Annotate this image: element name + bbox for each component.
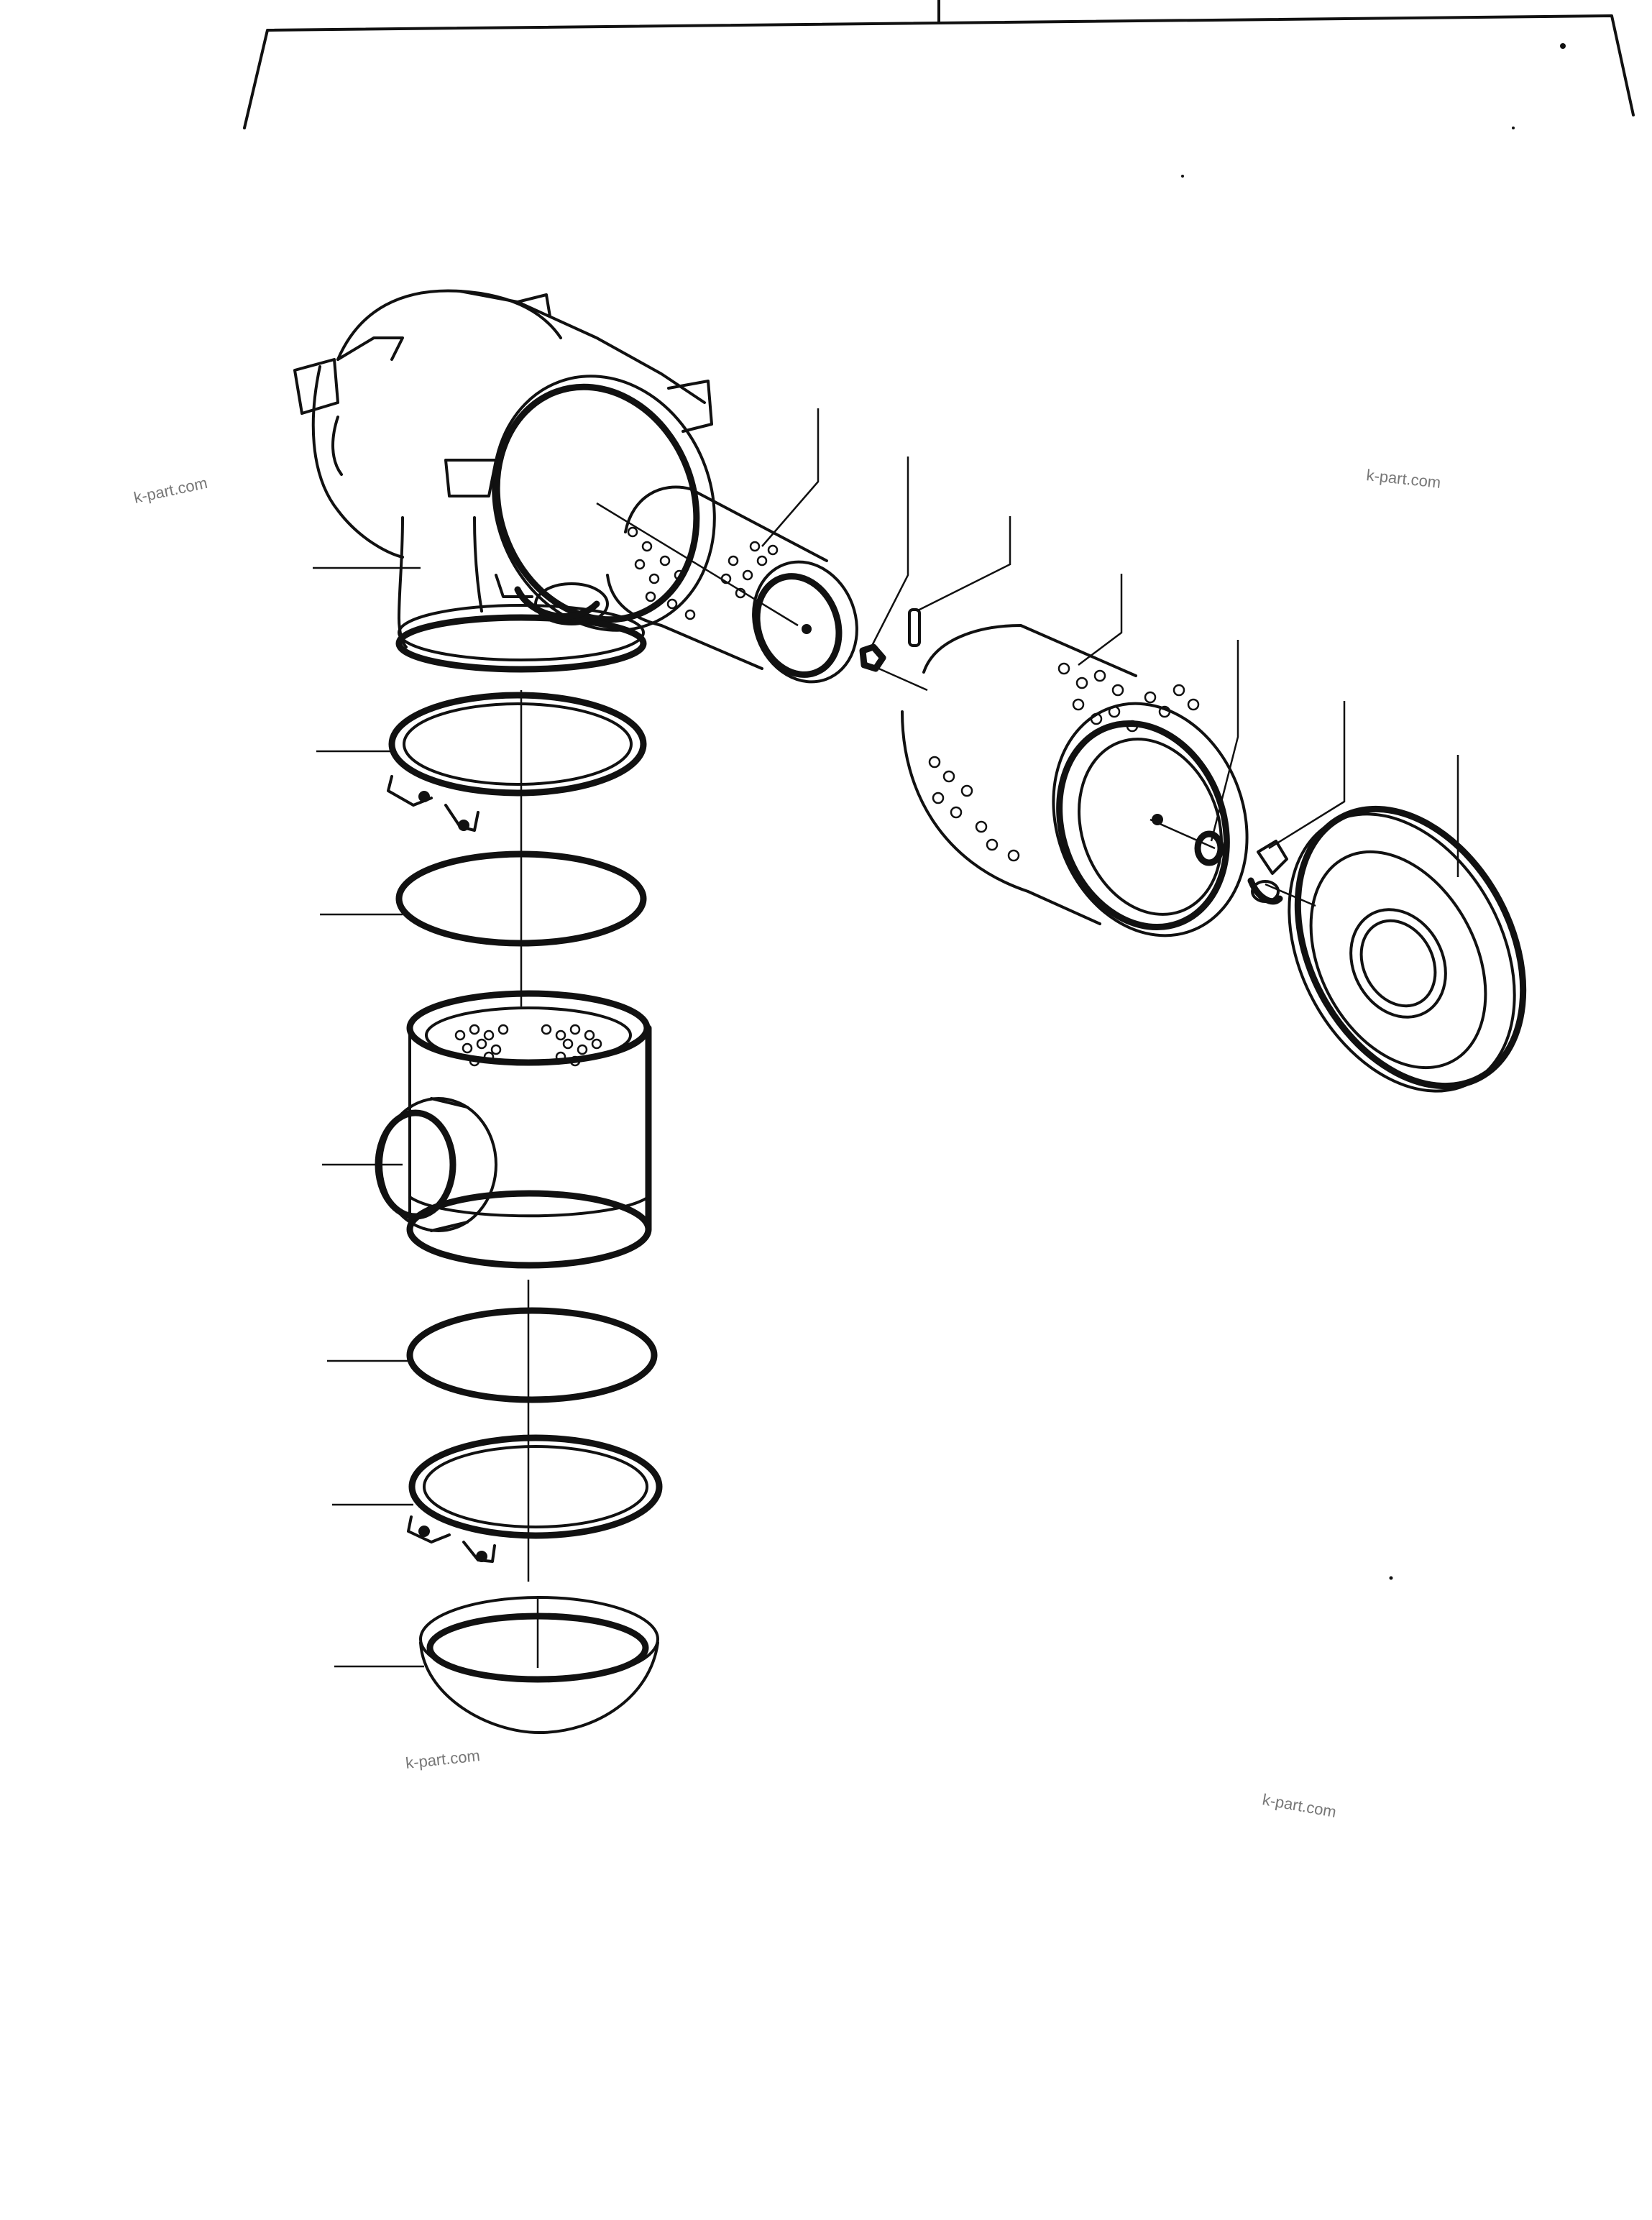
right-axis-lines	[596, 502, 1316, 907]
watermark-2: k-part.com	[1365, 466, 1441, 492]
main-filter-element	[901, 624, 1249, 937]
dust-bowl	[419, 1596, 659, 1734]
watermark-1: k-part.com	[132, 474, 209, 507]
safety-element-perforations	[627, 526, 779, 620]
main-element-perforations	[928, 662, 1200, 862]
pin	[908, 608, 921, 647]
end-cover	[1288, 805, 1527, 1093]
leader-lines	[313, 408, 1459, 1668]
air-cleaner-housing	[293, 289, 716, 673]
dust-cup-body	[375, 990, 652, 1269]
upper-clamp-band	[387, 692, 647, 832]
watermark-4: k-part.com	[1261, 1790, 1338, 1821]
sealing-washer	[1194, 830, 1224, 866]
lower-gasket	[406, 1307, 658, 1403]
watermark-3: k-part.com	[405, 1746, 481, 1772]
upper-gasket	[395, 850, 647, 947]
dust-cup-perforations	[454, 1024, 602, 1067]
safety-filter-element	[606, 485, 858, 684]
scan-specks	[1181, 127, 1515, 1580]
sheet-frame	[243, 0, 1635, 129]
lower-clamp-band	[407, 1434, 663, 1563]
stack-axis-lines	[520, 690, 539, 1668]
wing-nut	[859, 643, 886, 672]
end-wing-nut	[1247, 840, 1288, 905]
